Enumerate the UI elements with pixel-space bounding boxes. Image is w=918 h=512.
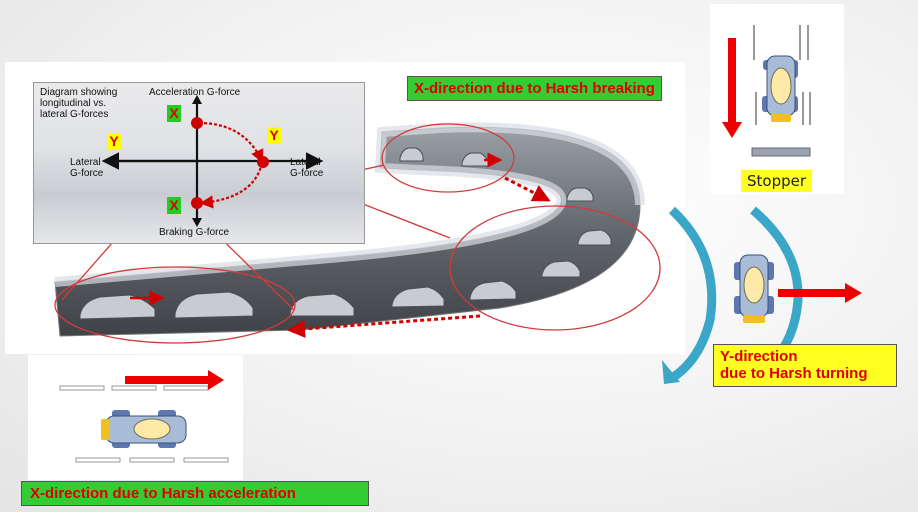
- lane-line: [75, 457, 121, 463]
- x-tag-bottom: X: [167, 197, 181, 214]
- car-photo: [566, 187, 594, 202]
- turn-arrow-left-head: [662, 360, 680, 384]
- gforce-diagram: Diagram showing longitudinal vs. lateral…: [33, 82, 365, 244]
- axis-arrow-up: [192, 95, 202, 104]
- lane-line: [111, 385, 157, 391]
- car-roof: [743, 266, 765, 304]
- car-photo: [577, 229, 612, 246]
- turning-path-arrow: [287, 314, 481, 338]
- lane-line: [129, 457, 175, 463]
- car-photo: [174, 291, 254, 319]
- stopper-diagram: [722, 25, 811, 157]
- turn-arrow-left-arc: [668, 206, 717, 382]
- lane-line: [59, 385, 105, 391]
- car-bumper: [101, 419, 109, 440]
- gforce-curve-upper: [198, 121, 264, 163]
- stopper-barrier: [751, 147, 811, 157]
- label-line: Lateral: [70, 157, 101, 168]
- braking-zone-ellipse: [381, 123, 515, 193]
- accel-point: [191, 117, 203, 129]
- lane-line: [183, 457, 229, 463]
- lateral-left-label: Lateral G-force: [70, 157, 103, 179]
- label-line: G-force: [290, 168, 324, 179]
- caption-line: longitudinal vs.: [40, 98, 107, 109]
- car-bumper: [743, 315, 765, 323]
- braking-point: [191, 197, 203, 209]
- car-photo: [79, 294, 156, 320]
- track-cars: [79, 147, 612, 320]
- turning-force-arrow-head: [845, 283, 862, 303]
- gforce-axes: [101, 95, 324, 227]
- braking-label: X-direction due to Harsh breaking: [407, 76, 662, 102]
- car-photo: [391, 286, 445, 308]
- acceleration-label: X-direction due to Harsh acceleration: [21, 481, 369, 507]
- track-dotted-arrows: [287, 176, 551, 338]
- axis-arrow-down: [192, 218, 202, 227]
- caption-line: Diagram showing: [40, 87, 118, 98]
- track-solid-arrows: [130, 152, 503, 306]
- x-tag-top: X: [167, 105, 181, 122]
- acceleration-diagram: [59, 370, 229, 463]
- car-roof: [133, 418, 171, 440]
- caption-line: lateral G-forces: [40, 109, 109, 120]
- gforce-caption: Diagram showing longitudinal vs. lateral…: [40, 87, 117, 120]
- lateral-right-label: Lateral G-force: [290, 157, 323, 179]
- y-tag-left: Y: [107, 133, 121, 150]
- gforce-curve-lower: [199, 162, 264, 209]
- braking-gforce-label: Braking G-force: [159, 227, 230, 238]
- lateral-point: [257, 156, 269, 168]
- acceleration-zone-ellipse: [54, 266, 296, 344]
- turning-label: Y-direction due to Harsh turning: [713, 344, 897, 387]
- turning-zone-ellipse: [449, 205, 661, 331]
- car-photo: [399, 147, 424, 162]
- acceleration-gforce-label: Acceleration G-force: [149, 87, 241, 98]
- turning-label-line: Y-direction: [720, 348, 798, 365]
- y-tag-right: Y: [267, 127, 281, 144]
- car-bumper: [771, 114, 791, 122]
- car-photo: [469, 280, 517, 301]
- car-roof: [770, 67, 792, 105]
- lane-line: [163, 385, 209, 391]
- braking-arrow-head: [722, 122, 742, 138]
- stopper-label: Stopper: [741, 170, 813, 192]
- turning-label-line: due to Harsh turning: [720, 365, 868, 383]
- braking-path-arrow: [504, 176, 551, 202]
- acceleration-arrow-head: [208, 370, 224, 390]
- label-line: G-force: [70, 168, 104, 179]
- car-photo: [541, 260, 581, 278]
- label-line: Lateral: [290, 157, 321, 168]
- car-photo: [289, 293, 355, 317]
